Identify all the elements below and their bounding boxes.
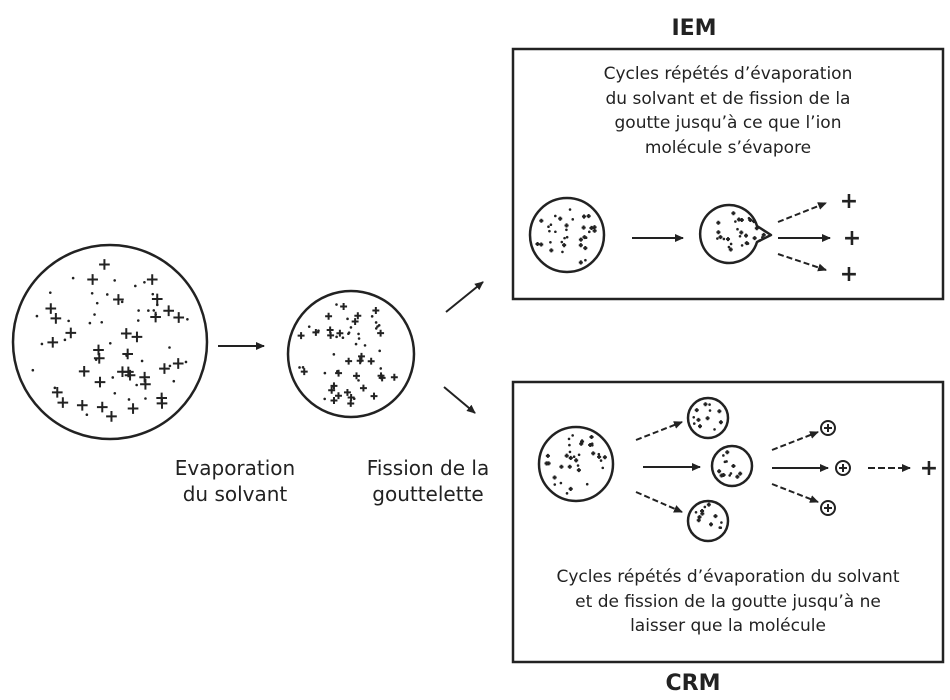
- arrow-crm-evaporation: [771, 431, 819, 451]
- charged-microdroplet: [820, 420, 836, 436]
- arrow-crm-evaporation: [771, 483, 819, 503]
- crm-offspring-droplet: [686, 499, 730, 543]
- arrow-to-crm: [443, 386, 476, 414]
- crm-offspring-droplet: [686, 396, 730, 440]
- fission-label: Fission de la gouttelette: [366, 456, 490, 506]
- crm-offspring-droplet: [710, 444, 754, 488]
- iem-deformed-droplet: [698, 203, 773, 265]
- iem-description: Cycles répétés d’évaporation du solvant …: [603, 64, 853, 158]
- arrow-crm-fission: [635, 421, 683, 441]
- ion-plus: +: [920, 456, 938, 481]
- arrow-to-iem: [445, 281, 484, 313]
- iem-box: [511, 47, 945, 301]
- crm-description: Cycles répétés d’évaporation du solvant …: [556, 567, 900, 637]
- arrow-iem-ion: [777, 202, 827, 223]
- iem-droplet: [528, 196, 606, 274]
- large-droplet: [11, 243, 209, 441]
- iem-title: IEM: [671, 16, 717, 41]
- charged-microdroplet: [835, 460, 851, 476]
- crm-box: [511, 380, 945, 664]
- charged-microdroplet: [820, 500, 836, 516]
- crm-parent-droplet: [537, 425, 615, 503]
- evaporation-label: Evaporation du solvant: [174, 456, 296, 506]
- ion-plus: +: [840, 262, 858, 287]
- medium-droplet: [286, 289, 416, 419]
- ion-plus: +: [843, 226, 861, 251]
- arrow-crm-fission: [635, 491, 683, 513]
- crm-title: CRM: [665, 671, 721, 696]
- ion-plus: +: [840, 189, 858, 214]
- arrow-iem-ion: [777, 253, 827, 272]
